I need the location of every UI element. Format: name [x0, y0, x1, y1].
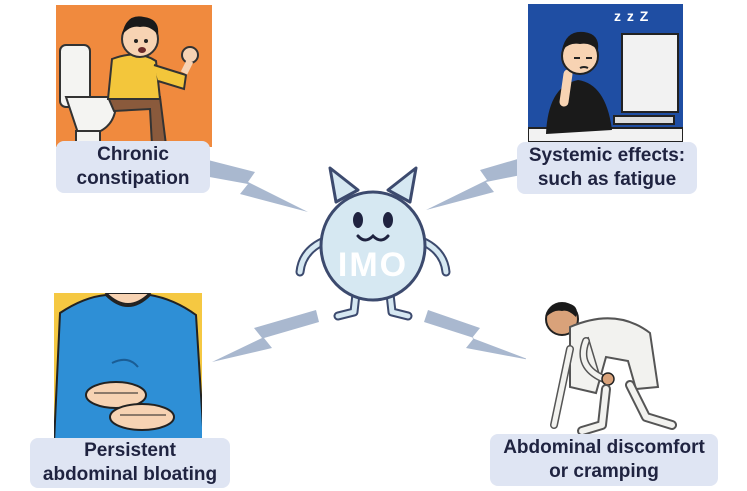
- toilet-person-figure: [59, 16, 199, 147]
- cramping-illustration: [526, 297, 682, 439]
- imo-mascot-figure: [295, 166, 451, 321]
- symptom-label-constipation: Chronic constipation: [56, 141, 210, 193]
- sleep-z-text: z z Z: [614, 8, 650, 24]
- lightning-bolt-bottom-left: [212, 310, 319, 362]
- symptom-label-line-2: abdominal bloating: [42, 464, 218, 485]
- symptom-label-cramping: Abdominal discomfort or cramping: [490, 434, 718, 486]
- doubled-over-person-figure: [545, 302, 677, 436]
- bloated-belly-figure: [54, 293, 202, 443]
- lightning-bolt-top-right: [426, 156, 531, 210]
- constipation-illustration: [56, 5, 212, 147]
- imo-mascot: IMO: [288, 160, 458, 330]
- symptom-label-line-1: Persistent: [84, 440, 176, 461]
- tired-person-figure: [528, 31, 683, 142]
- bloating-illustration: [54, 293, 202, 443]
- fatigue-illustration: z z Z: [528, 4, 683, 142]
- symptom-label-line-1: Systemic effects:: [528, 145, 686, 166]
- symptom-label-line-1: Abdominal discomfort: [503, 437, 705, 458]
- symptom-label-line-2: constipation: [76, 168, 190, 189]
- lightning-bolt-bottom-right: [424, 310, 530, 360]
- symptom-label-line-1: Chronic: [97, 144, 169, 165]
- symptom-label-line-2: or cramping: [549, 461, 659, 482]
- lightning-bolt-top-left: [204, 160, 308, 212]
- symptom-label-line-2: such as fatigue: [537, 169, 677, 190]
- symptom-label-fatigue: Systemic effects: such as fatigue: [517, 142, 697, 194]
- symptom-label-bloating: Persistent abdominal bloating: [30, 438, 230, 488]
- imo-text: IMO: [337, 246, 409, 284]
